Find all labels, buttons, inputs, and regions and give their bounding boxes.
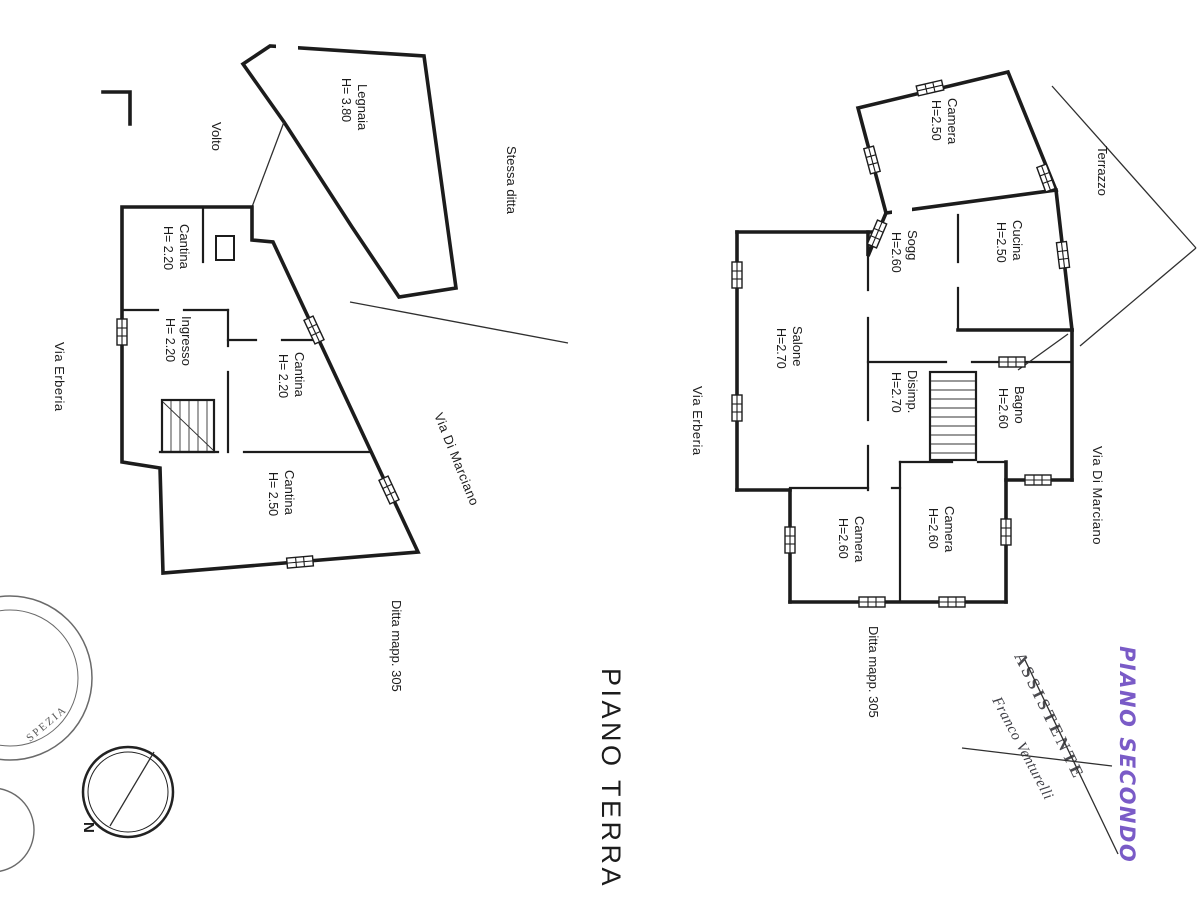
parcel-label: Ditta mapp. 305 xyxy=(389,600,404,692)
room-height: H=2.60 xyxy=(836,518,850,559)
window-icon xyxy=(285,555,315,569)
window-icon xyxy=(858,596,886,608)
compass-inner-circle xyxy=(87,751,169,833)
stamp-partial-ring xyxy=(0,788,35,872)
room-name: Ingresso xyxy=(179,316,194,366)
room-height: H= 2.20 xyxy=(161,226,175,270)
diagonal-wall-line xyxy=(1017,333,1069,371)
parcel-label: Ditta mapp. 305 xyxy=(866,626,881,718)
staircase xyxy=(160,398,216,454)
street-name: Via Di Marciano xyxy=(1090,446,1105,545)
room-name: Legnaia xyxy=(355,84,370,131)
room-height: H= 3.80 xyxy=(339,78,353,122)
room-name: Camera xyxy=(945,98,960,145)
terrazzo-edge-line xyxy=(1051,85,1197,249)
room-name: Volto xyxy=(209,122,224,151)
room-label-ingresso: Ingresso H= 2.20 xyxy=(163,316,194,366)
room-name: Terrazzo xyxy=(1095,146,1110,196)
street-name: Via Erberia xyxy=(690,386,705,456)
street-line xyxy=(349,301,569,344)
street-label-erberia: Via Erberia xyxy=(52,342,67,412)
stamp-outer-ring xyxy=(0,595,93,761)
room-label-cantina-nw: Cantina H= 2.20 xyxy=(161,224,192,270)
room-name: Bagno xyxy=(1012,386,1027,424)
room-label-disimp: Disimp. H=2.70 xyxy=(889,370,920,413)
door-opening xyxy=(276,40,298,56)
compass-rose: N xyxy=(80,745,175,839)
room-name: Cantina xyxy=(177,224,192,270)
room-height: H= 2.50 xyxy=(266,472,280,516)
piano-terra-plan: Legnaia H= 3.80 Volto Stessa ditta Canti… xyxy=(52,40,626,889)
room-height: H=2.60 xyxy=(996,388,1010,429)
room-label-cantina-mid: Cantina H= 2.20 xyxy=(276,352,307,398)
stamp-inner-ring xyxy=(0,609,79,747)
room-label-camera-se: Camera H=2.60 xyxy=(926,506,957,553)
room-height: H=2.50 xyxy=(994,222,1008,263)
pen-scribble-line xyxy=(961,747,1113,767)
room-name: Cucina xyxy=(1010,220,1025,261)
room-height: H=2.60 xyxy=(889,232,903,273)
room-name: Sogg xyxy=(905,230,920,260)
window-icon xyxy=(1000,518,1012,546)
room-label-camera-sw: Camera H=2.60 xyxy=(836,516,867,563)
pillar xyxy=(215,235,235,261)
stair-treads xyxy=(931,380,975,454)
street-name: Via Erberia xyxy=(52,342,67,412)
staircase xyxy=(928,370,978,462)
floor-title-piano-terra: PIANO TERRA xyxy=(596,668,626,889)
room-label-volto: Volto xyxy=(209,122,224,151)
stair-diagonal xyxy=(162,401,214,451)
floor-title-piano-secondo-handwritten: PIANO SECONDO xyxy=(1115,646,1139,863)
ground-floor-outer-wall xyxy=(120,205,421,575)
room-label-sogg: Sogg H=2.60 xyxy=(889,230,920,273)
room-name: Salone xyxy=(790,326,805,366)
stair-treads xyxy=(170,401,208,451)
street-label-erberia: Via Erberia xyxy=(690,386,705,456)
room-name: Cantina xyxy=(292,352,307,398)
stamp-rule-line xyxy=(1024,659,1119,855)
handwritten-title-text: PIANO SECONDO xyxy=(1115,646,1139,863)
room-height: H=2.50 xyxy=(929,100,943,141)
room-height: H= 2.20 xyxy=(163,318,177,362)
plot-boundary-line xyxy=(251,121,285,208)
door-opening xyxy=(892,204,912,218)
room-height: H=2.60 xyxy=(926,508,940,549)
note-text: Stessa ditta xyxy=(504,146,519,215)
room-label-salone: Salone H=2.70 xyxy=(774,326,805,369)
floor-title-text: PIANO TERRA xyxy=(596,668,626,889)
room-label-cantina-s: Cantina H= 2.50 xyxy=(266,470,297,516)
room-label-terrazzo: Terrazzo xyxy=(1095,146,1110,196)
terrazzo-edge-line xyxy=(1079,247,1197,347)
room-label-legnaia: Legnaia H= 3.80 xyxy=(339,78,370,131)
room-name: Camera xyxy=(942,506,957,553)
north-label: N xyxy=(80,822,97,833)
window-icon xyxy=(116,318,128,346)
window-icon xyxy=(731,394,743,422)
room-name: Camera xyxy=(852,516,867,563)
outer-wall-bracket xyxy=(101,90,132,126)
room-height: H= 2.20 xyxy=(276,354,290,398)
room-label-cucina: Cucina H=2.50 xyxy=(994,220,1025,263)
compass-outer-circle xyxy=(81,745,175,839)
room-name: Disimp. xyxy=(905,370,920,413)
window-icon xyxy=(784,526,796,554)
room-label-bagno: Bagno H=2.60 xyxy=(996,386,1027,429)
room-label-camera-n: Camera H=2.50 xyxy=(929,98,960,145)
compass-needle-line xyxy=(109,751,155,827)
window-icon xyxy=(938,596,966,608)
note-label: Stessa ditta xyxy=(504,146,519,215)
parcel-text: Ditta mapp. 305 xyxy=(866,626,881,718)
window-icon xyxy=(731,261,743,289)
parcel-text: Ditta mapp. 305 xyxy=(389,600,404,692)
window-icon xyxy=(998,356,1026,368)
window-icon xyxy=(1024,474,1052,486)
room-height: H=2.70 xyxy=(889,372,903,413)
room-height: H=2.70 xyxy=(774,328,788,369)
room-name: Cantina xyxy=(282,470,297,516)
street-label-marciano: Via Di Marciano xyxy=(1090,446,1105,545)
